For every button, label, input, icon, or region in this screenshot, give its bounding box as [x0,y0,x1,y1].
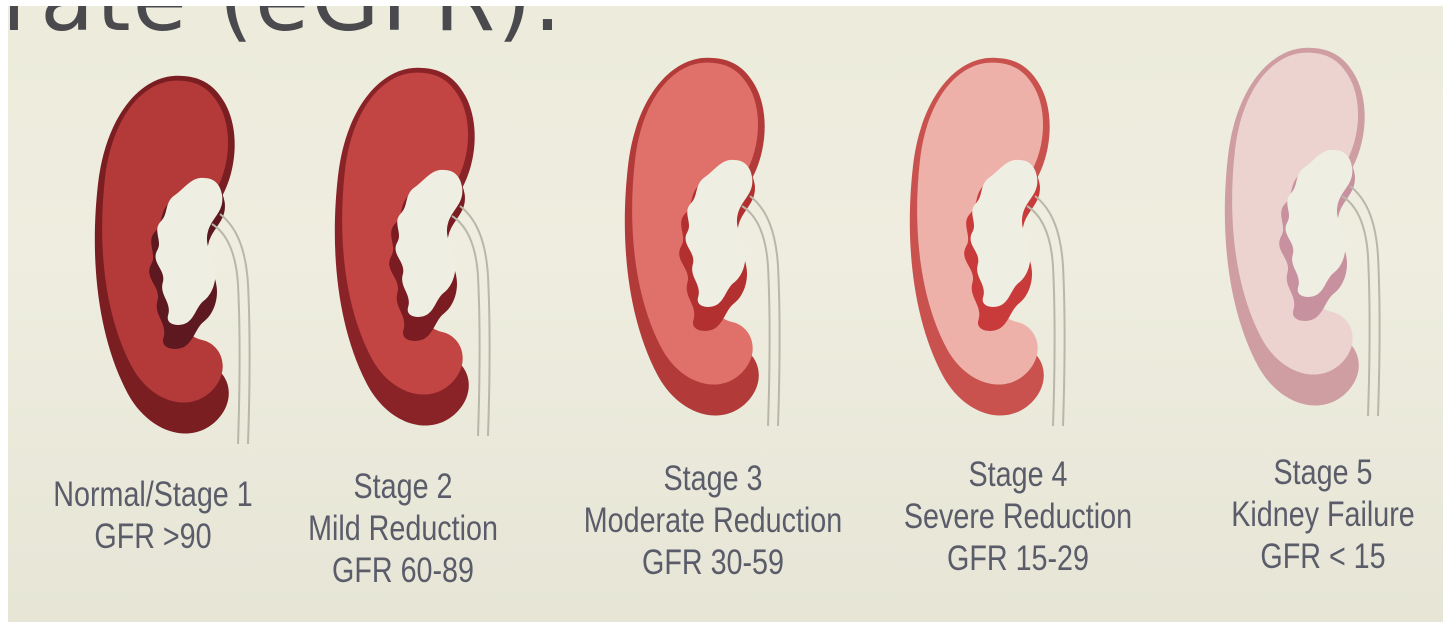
stage-description: Mild Reduction [296,508,509,550]
kidney-stage-5-icon [1218,36,1388,416]
stage-label-1: Normal/Stage 1 GFR >90 [42,474,263,558]
kidney-stage-2-icon [328,56,498,436]
stage-gfr: GFR 30-59 [582,542,844,584]
stage-title: Stage 4 [895,454,1141,496]
stage-gfr: GFR 15-29 [895,538,1141,580]
stage-description: Moderate Reduction [582,500,844,542]
stage-gfr: GFR 60-89 [296,550,509,592]
stage-title: Normal/Stage 1 [42,474,263,516]
stage-label-2: Stage 2 Mild Reduction GFR 60-89 [296,466,509,592]
kidney-stage-4-icon [903,46,1073,426]
stage-gfr: GFR < 15 [1212,536,1433,578]
kidney-stage-1-icon [88,64,258,444]
kidney-stage-3-icon [618,46,788,426]
stage-label-5: Stage 5 Kidney Failure GFR < 15 [1212,452,1433,578]
stage-title: Stage 2 [296,466,509,508]
stage-gfr: GFR >90 [42,516,263,558]
stage-title: Stage 5 [1212,452,1433,494]
stage-label-4: Stage 4 Severe Reduction GFR 15-29 [895,454,1141,580]
stage-title: Stage 3 [582,458,844,500]
stage-description: Kidney Failure [1212,494,1433,536]
stage-label-3: Stage 3 Moderate Reduction GFR 30-59 [582,458,844,584]
stage-description: Severe Reduction [895,496,1141,538]
